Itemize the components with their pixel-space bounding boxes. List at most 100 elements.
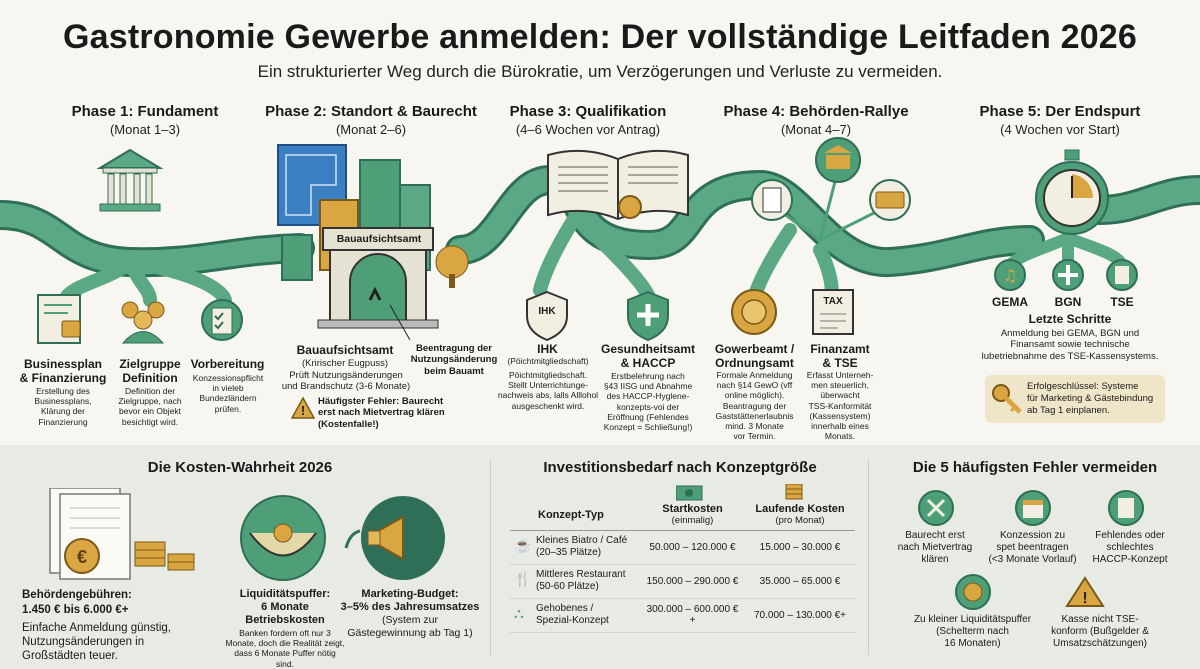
trade-office-text: Formale Anmeldung nach §14 GewO (vff onl… — [715, 370, 794, 442]
usage-change-callout: Beentragung der Nutzungsänderung beim Ba… — [410, 343, 498, 377]
svg-text:€: € — [77, 547, 87, 567]
success-key-text: Erfolgeschlüssel: Systeme für Marketing … — [1027, 381, 1154, 416]
mistake-1-text: Baurecht erst nach Mietvertrag klären — [897, 530, 973, 565]
fees-heading: Behördengebühren: 1.450 € bis 6.000 €+ — [22, 589, 132, 616]
mistake-icons-row2: ! — [955, 574, 1105, 610]
row-run: 35.000 – 65.000 € — [745, 564, 855, 599]
bgn-label: BGN — [1054, 295, 1082, 309]
table-row: ⛬ Gehobenes / Spezial-Konzept 300.000 – 6… — [510, 598, 855, 633]
building-sign-label: Bauaufsichtsamt — [336, 233, 422, 245]
checklist-icon — [1108, 490, 1144, 526]
trade-office-heading: Gowerbeamt / Ordnungsamt — [714, 342, 795, 370]
table-row: ☕Kleines Biatro / Café (20–35 Plätze) 50… — [510, 530, 855, 565]
phase-5-title: Phase 5: Der Endspurt — [979, 103, 1141, 120]
building-authority-heading: Bauaufsichtsamt — [296, 343, 394, 357]
stopwatch-icon — [1035, 149, 1109, 235]
tse-receipt-icon — [1106, 259, 1138, 291]
row-type: Mittleres Restaurant (50-60 Plätze) — [536, 569, 626, 592]
investment-title: Investitionsbedarf nach Konzeptgröße — [543, 459, 817, 476]
liquidity-and-marketing-icons — [240, 495, 445, 581]
investment-table-header: Konzept-Typ Startkosten(einmalig) Laufen… — [510, 500, 855, 531]
target-group-heading: Zielgruppe Definition — [119, 357, 181, 385]
ihk-sub: (Pöichtmitgliedschaft) — [507, 356, 589, 366]
marketing-text: (System zur Gästegewinnung ab Tag 1) — [347, 614, 473, 639]
bgn-shield-icon — [1052, 259, 1084, 291]
open-book-icon — [547, 149, 689, 221]
phase-3-subtitle: (4–6 Wochen vor Antrag) — [515, 122, 661, 137]
tax-office-text: Erfasst Unterneh- men steuerlich, überwa… — [806, 370, 874, 442]
investment-table: Konzept-Typ Startkosten(einmalig) Laufen… — [510, 500, 855, 633]
authority-building-icon — [815, 137, 861, 183]
success-key-box: Erfolgeschlüssel: Systeme für Marketing … — [985, 375, 1165, 423]
col-run-sub: (pro Monat) — [775, 515, 825, 527]
phase-1-title: Phase 1: Fundament — [71, 103, 219, 120]
building-authority-sub: (Kririscher Eugpuss) — [301, 358, 389, 369]
main-title: Gastronomie Gewerbe anmelden: Der vollst… — [62, 18, 1138, 56]
costs-title: Die Kosten-Wahrheit 2026 — [147, 459, 333, 476]
col-type-header: Konzept-Typ — [510, 500, 640, 531]
cash-buffer-icon — [955, 574, 991, 610]
mistake-icons-row1 — [918, 490, 1144, 526]
svg-text:!: ! — [1082, 590, 1087, 607]
fees-text: Einfache Anmeldung günstig, Nutzungsände… — [22, 622, 171, 662]
final-steps-text: Anmeldung bei GEMA, BGN und Finansamt so… — [981, 328, 1159, 362]
tax-badge-label: TAX — [823, 296, 843, 307]
table-row: 🍴Mittleres Restaurant (50-60 Plätze) 150… — [510, 564, 855, 599]
row-start: 300.000 – 600.000 €+ — [640, 598, 745, 633]
cutlery-icon: 🍴 — [514, 570, 532, 587]
phase-4-title: Phase 4: Behörden-Rallye — [723, 103, 909, 120]
mistake-2-text: Konzession zu spet beentragen (<3 Monate… — [988, 530, 1077, 565]
roadmap-path — [0, 164, 1200, 307]
svg-text:♫: ♫ — [1003, 266, 1017, 285]
phase-4-subtitle: (Monat 4–7) — [780, 122, 852, 137]
government-building-icon — [96, 148, 164, 212]
tools-icon — [918, 490, 954, 526]
final-steps-heading: Letzte Schritte — [1028, 312, 1112, 326]
mistakes-title: Die 5 häufigsten Fehler vermeiden — [912, 459, 1158, 476]
fine-dining-icon: ⛬ — [514, 604, 524, 621]
row-run: 15.000 – 30.000 € — [745, 530, 855, 565]
row-type: Gehobenes / Spezial-Konzept — [536, 603, 609, 626]
business-plan-icon — [37, 294, 81, 344]
cost-documents-icon: € — [49, 488, 195, 580]
preparation-heading: Vorbereitung — [190, 357, 265, 371]
building-authority-text: Prüft Nutzungsänderungen und Brandschutz… — [281, 370, 411, 393]
col-start-sub: (einmalig) — [671, 515, 714, 527]
target-group-icon — [121, 301, 165, 344]
phase-3-title: Phase 3: Qualifikation — [509, 103, 667, 120]
phase-2-title: Phase 2: Standort & Baurecht — [265, 103, 477, 120]
liquidity-heading: Liquiditätspuffer: 6 Monate Betriebskost… — [239, 588, 331, 627]
checklist-gear-icon — [201, 299, 243, 341]
mistake-5-text: Kasse nicht TSE- konform (Bußgelder & Um… — [1051, 614, 1149, 649]
phase-2-subtitle: (Monat 2–6) — [335, 122, 407, 137]
subtitle: Ein strukturierter Weg durch die Bürokra… — [257, 62, 943, 81]
tax-office-heading: Finanzamt & TSE — [810, 342, 870, 370]
calendar-icon — [1015, 490, 1051, 526]
gema-music-icon: ♫ — [994, 259, 1026, 291]
businessplan-text: Erstellung des Businessplans, Klärung de… — [34, 386, 92, 427]
row-start: 150.000 – 290.000 € — [640, 564, 745, 599]
mistake-4-text: Zu kleiner Liquiditätspuffer (Schelterm … — [913, 614, 1032, 649]
divider-left — [490, 460, 491, 655]
tax-document-icon — [812, 289, 854, 335]
warning-triangle-icon: ! — [1065, 576, 1105, 607]
ihk-text: Pöichtmitgliedschaft. Stellt Unterrichtu… — [497, 370, 599, 411]
row-start: 50.000 – 120.000 € — [640, 530, 745, 565]
col-start-header: Startkosten — [662, 503, 723, 516]
preparation-text: Konzessionspflicht in vieleb Bundezlände… — [192, 373, 264, 414]
tse-label: TSE — [1110, 295, 1134, 309]
gema-label: GEMA — [992, 295, 1028, 309]
svg-text:!: ! — [301, 403, 305, 418]
marketing-heading: Marketing-Budget: 3–5% des Jahresumsatze… — [340, 588, 480, 614]
health-office-heading: Gesundheitsamt & HACCP — [600, 342, 696, 370]
roadmap-illustration: ! — [0, 137, 1200, 419]
money-icons — [676, 484, 803, 501]
businessplan-heading: Businessplan & Finanzierung — [19, 357, 107, 385]
money-card-icon — [869, 179, 911, 221]
liquidity-text: Banken fordern oft nur 3 Monate, doch di… — [225, 628, 345, 669]
phase-1-subtitle: (Monat 1–3) — [109, 122, 181, 137]
coffee-cup-icon: ☕ — [514, 536, 532, 553]
trade-office-medal-icon — [731, 289, 777, 335]
mistake-3-text: Fehlendes oder schlechtes HACCP-Konzept — [1092, 530, 1168, 565]
row-type: Kleines Biatro / Café (20–35 Plätze) — [536, 535, 628, 558]
